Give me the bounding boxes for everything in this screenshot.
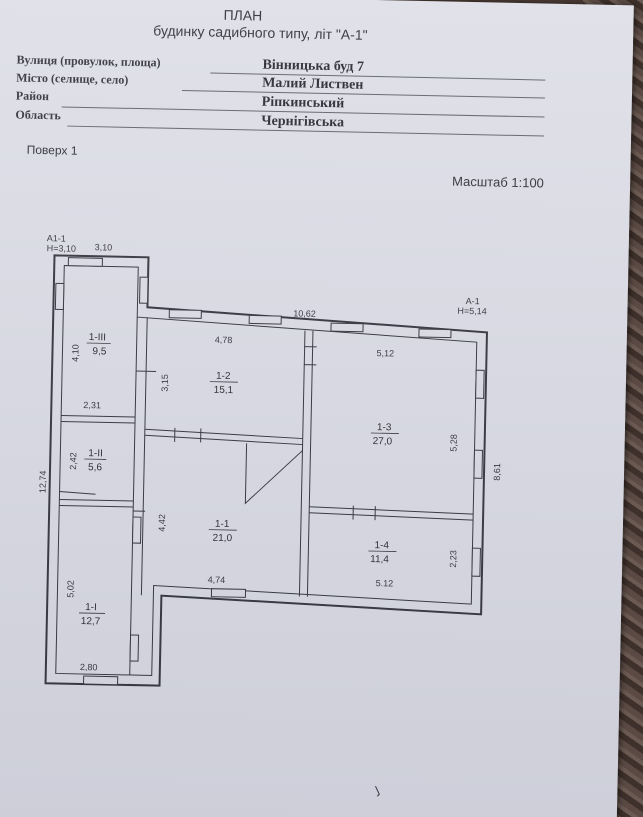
room-id: 1-II [88,448,103,459]
dim-r13-height: 5,28 [448,434,458,452]
wall-13-14 [309,506,474,515]
inner-outline [55,265,478,676]
section-right-name: А-1 [466,296,480,306]
window [475,369,485,399]
window [330,322,364,333]
room-1iii: 1-III 9,5 [86,332,111,357]
room-id: 1-1 [215,519,230,530]
room-1-1: 1-1 21,0 [208,519,237,544]
room-area: 15,1 [214,385,234,396]
window [248,314,282,325]
section-left-name: А1-1 [47,233,66,243]
dim-r13-width: 5,12 [376,348,394,358]
dim-top-left-width: 3,10 [95,242,113,252]
wall-12-11-b [144,434,303,446]
dim-r11-width: 4,74 [208,575,226,585]
window [168,309,202,319]
room-1-4: 1-4 11,4 [368,540,397,565]
dim-r14-width: 5.12 [376,578,394,588]
dim-r1i-width: 2,80 [80,662,98,672]
room-id: 1-4 [374,540,389,551]
room-id: 1-III [89,332,106,343]
dim-top-total: 10,62 [293,308,316,318]
dim-left-total: 12,74 [38,470,48,493]
wall-1ii-1i-b [59,504,134,508]
window [54,282,65,311]
window [83,675,119,686]
dim-r1ii-width: 2,31 [83,400,101,410]
dim-r11-height: 4,42 [157,514,167,532]
room-1-3: 1-3 27,0 [370,422,399,447]
window [418,328,452,339]
room-id: 1-I [85,602,97,613]
wall-mid-v1 [298,330,306,597]
room-1ii: 1-II 5,6 [84,448,107,473]
window [139,276,149,304]
window [210,588,247,598]
wall-1iii-1ii-b [61,420,136,424]
room-id: 1-2 [216,371,231,382]
window [471,547,481,577]
dim-r12-height: 3,15 [160,374,170,392]
wall-mid-v2 [306,330,314,597]
window [129,634,140,662]
dim-r14-height: 2,23 [448,550,458,568]
room-area: 27,0 [373,436,393,447]
ink-mark [375,785,380,797]
dim-r12-width: 4,78 [215,335,233,345]
dim-r1iii-height: 4,10 [70,344,80,362]
wall-1ii-1i [59,498,134,502]
section-left-height: Н=3,10 [47,243,76,254]
window [131,516,142,544]
room-area: 21,0 [212,533,232,544]
wall-13-14-b [309,512,474,521]
door-mark [59,490,96,495]
stair [244,443,303,505]
dim-right-total: 8,61 [492,463,502,481]
room-id: 1-3 [377,422,392,433]
room-1i: 1-I 12,7 [79,602,106,627]
room-area: 12,7 [81,616,101,627]
section-right-height: Н=5,14 [457,306,486,317]
wall-left-wing [129,317,138,676]
room-area: 11,4 [370,554,389,565]
room-1-2: 1-2 15,1 [209,371,238,396]
room-area: 9,5 [92,346,107,357]
window [473,449,484,479]
dim-r1ii-height: 2,42 [68,452,78,470]
dim-r1i-height: 5,02 [65,580,75,598]
wall-left-wing-2 [140,317,148,596]
wall-12-11 [144,428,303,440]
window [67,257,103,267]
wall-1iii-1ii [61,414,136,418]
room-area: 5,6 [88,462,103,473]
